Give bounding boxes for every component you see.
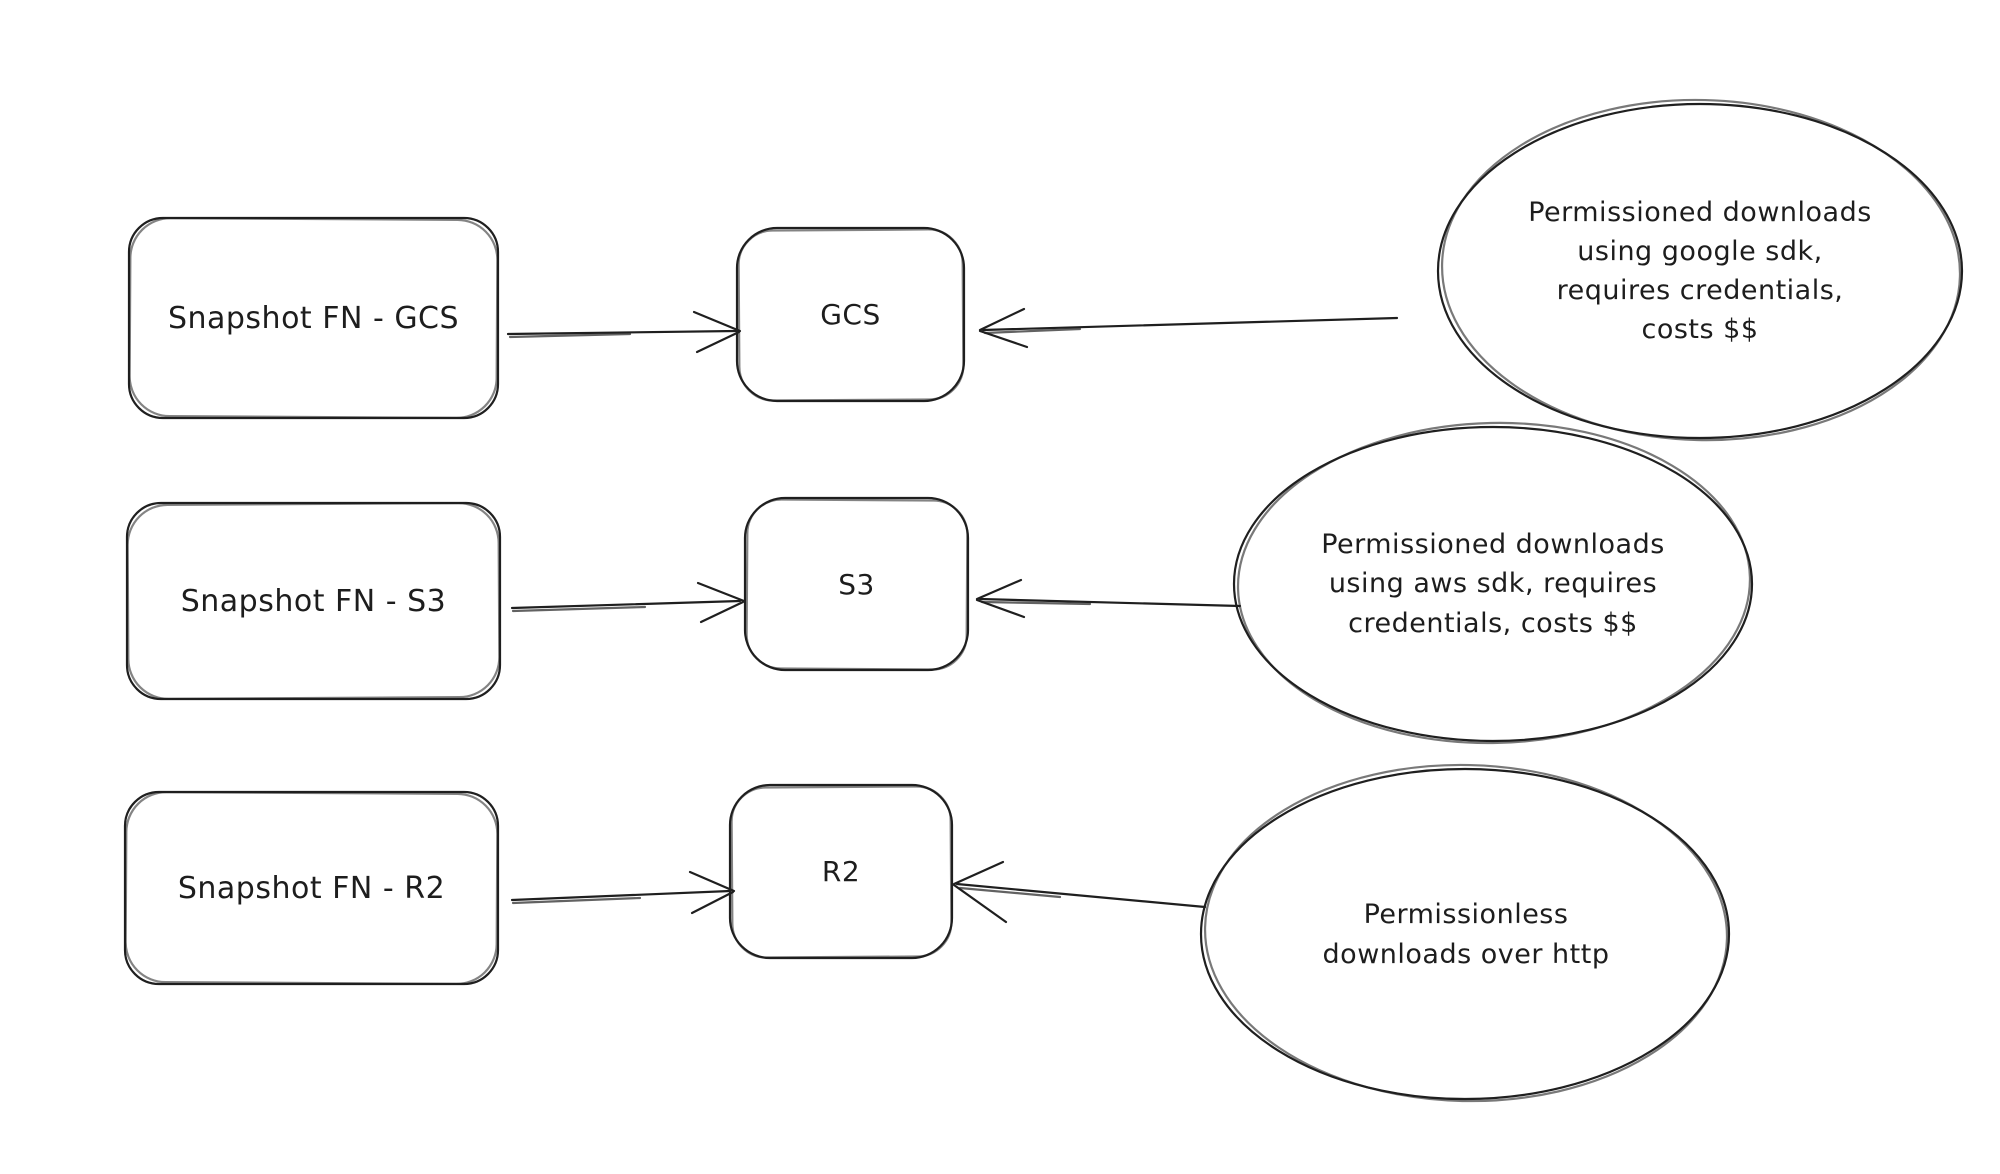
snapshot-fn-gcs-box	[127, 216, 500, 420]
arrow-snapshot-gcs-to-gcs	[506, 310, 742, 354]
arrow-snapshot-s3-to-s3	[510, 581, 746, 624]
snapshot-fn-s3-box	[125, 501, 502, 701]
arrow-snapshot-r2-to-r2	[510, 870, 736, 915]
gcs-note-ellipse	[1436, 98, 1964, 442]
arrow-r2-note-to-r2	[952, 860, 1207, 924]
r2-node-box	[728, 783, 954, 960]
arrow-gcs-note-to-gcs	[978, 307, 1399, 349]
snapshot-fn-r2-box	[123, 790, 500, 986]
gcs-node-box	[735, 226, 966, 403]
s3-node-box	[743, 496, 970, 672]
r2-note-ellipse	[1199, 763, 1731, 1103]
s3-note-ellipse	[1232, 421, 1754, 745]
arrow-s3-note-to-s3	[975, 578, 1242, 619]
